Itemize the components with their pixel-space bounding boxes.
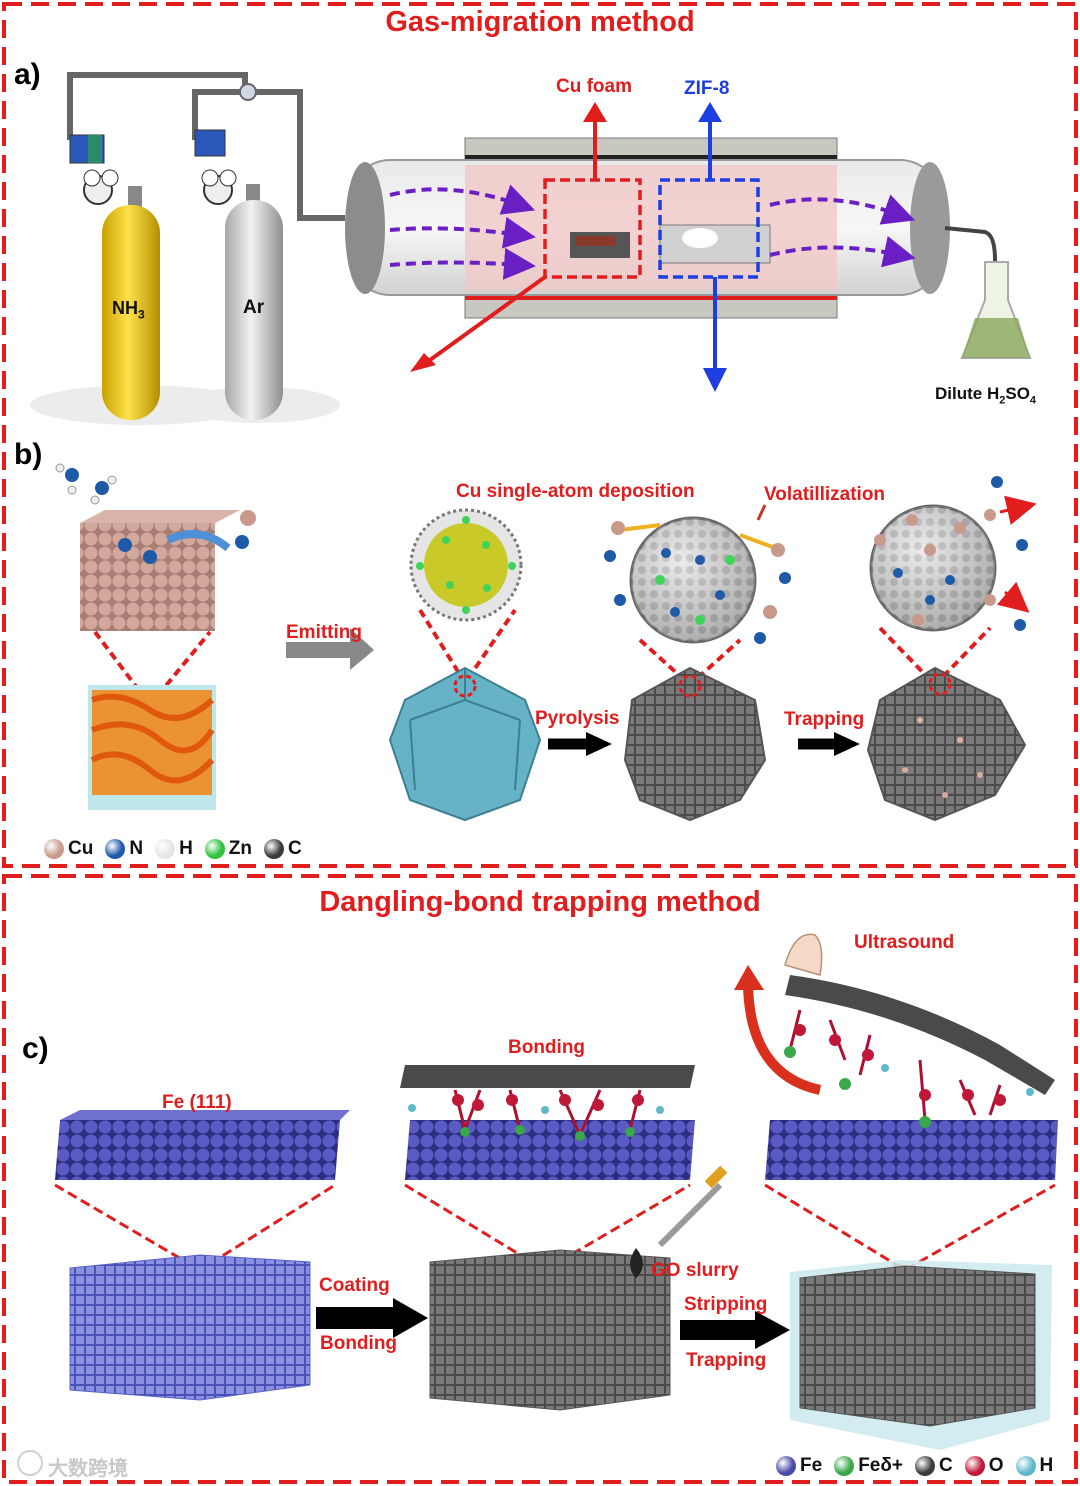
legend-b-label-0: Cu [68,838,94,859]
legend-b-swatch-0 [44,839,64,859]
panel-label-b: b) [14,438,43,471]
pyrolysis-label: Pyrolysis [535,708,620,729]
legend-b-item-2: H [155,838,193,860]
acid-prefix: Dilute H [935,384,1000,403]
nh3-main: NH [112,298,138,318]
legend-c-item-2: C [914,1455,953,1477]
legend-b: Cu N H Zn C [44,838,314,860]
legend-b-swatch-3 [204,839,225,859]
acid-mid: SO [1005,384,1030,403]
acid-sub2: 4 [1029,394,1037,407]
zif8-label: ZIF-8 [684,78,730,99]
nh3-molecules-left [55,463,117,505]
legend-c-swatch-2 [914,1456,935,1476]
nh3-subscript: 3 [138,307,145,322]
legend-b-swatch-2 [155,839,176,859]
legend-c-item-4: H [1015,1455,1054,1477]
ar-cylinder-label: Ar [243,297,265,318]
legend-b-label-4: C [288,838,302,859]
legend-b-label-3: Zn [228,838,253,859]
legend-b-swatch-1 [105,839,126,859]
go-slurry-label: GO slurry [651,1260,739,1281]
legend-c-swatch-1 [834,1456,855,1476]
nh3-cylinder-label: NH3 [112,298,145,322]
bonding-label: Bonding [320,1333,398,1354]
legend-b-swatch-4 [264,839,285,859]
trapping-label-b: Trapping [784,709,865,730]
section-title-dangling-bond: Dangling-bond trapping method [319,886,761,918]
emitting-label: Emitting [286,622,362,643]
legend-c-swatch-3 [964,1456,985,1476]
legend-b-item-0: Cu [44,838,93,860]
legend-c-swatch-0 [776,1456,796,1476]
legend-b-item-4: C [264,838,302,860]
acid-sub1: 2 [999,394,1006,407]
panel-label-a: a) [14,58,41,91]
volatilization-label: Volatillization [764,484,886,505]
dilute-acid-label: Dilute H2SO4 [935,384,1036,406]
legend-c-label-1: Feδ+ [858,1455,903,1476]
watermark: 大数跨境 [48,1458,128,1480]
legend-c-swatch-4 [1015,1456,1036,1476]
legend-b-item-3: Zn [204,838,253,860]
trapping-label-c: Trapping [686,1350,767,1371]
legend-b-label-1: N [129,838,144,859]
legend-b-item-1: N [105,838,143,860]
legend-c-item-0: Fe [776,1455,822,1477]
coating-label: Coating [319,1275,390,1296]
bonding-top-label: Bonding [508,1037,586,1058]
legend-c-label-0: Fe [800,1455,823,1476]
legend-c-item-3: O [964,1455,1004,1477]
stripping-label: Stripping [684,1294,768,1315]
fe111-label: Fe (111) [162,1092,232,1113]
legend-c-label-4: H [1039,1455,1054,1476]
panel-label-c: c) [22,1032,49,1065]
cu-deposition-label: Cu single-atom deposition [456,481,695,502]
legend-c-item-1: Feδ+ [834,1455,903,1477]
legend-b-label-2: H [179,838,193,859]
legend-c: Fe Feδ+ C O H [776,1455,1065,1477]
section-title-gas-migration: Gas-migration method [385,6,695,38]
legend-c-label-3: O [988,1455,1004,1476]
ultrasound-label: Ultrasound [854,932,955,953]
legend-c-label-2: C [938,1455,953,1476]
cu-foam-label: Cu foam [556,76,632,97]
